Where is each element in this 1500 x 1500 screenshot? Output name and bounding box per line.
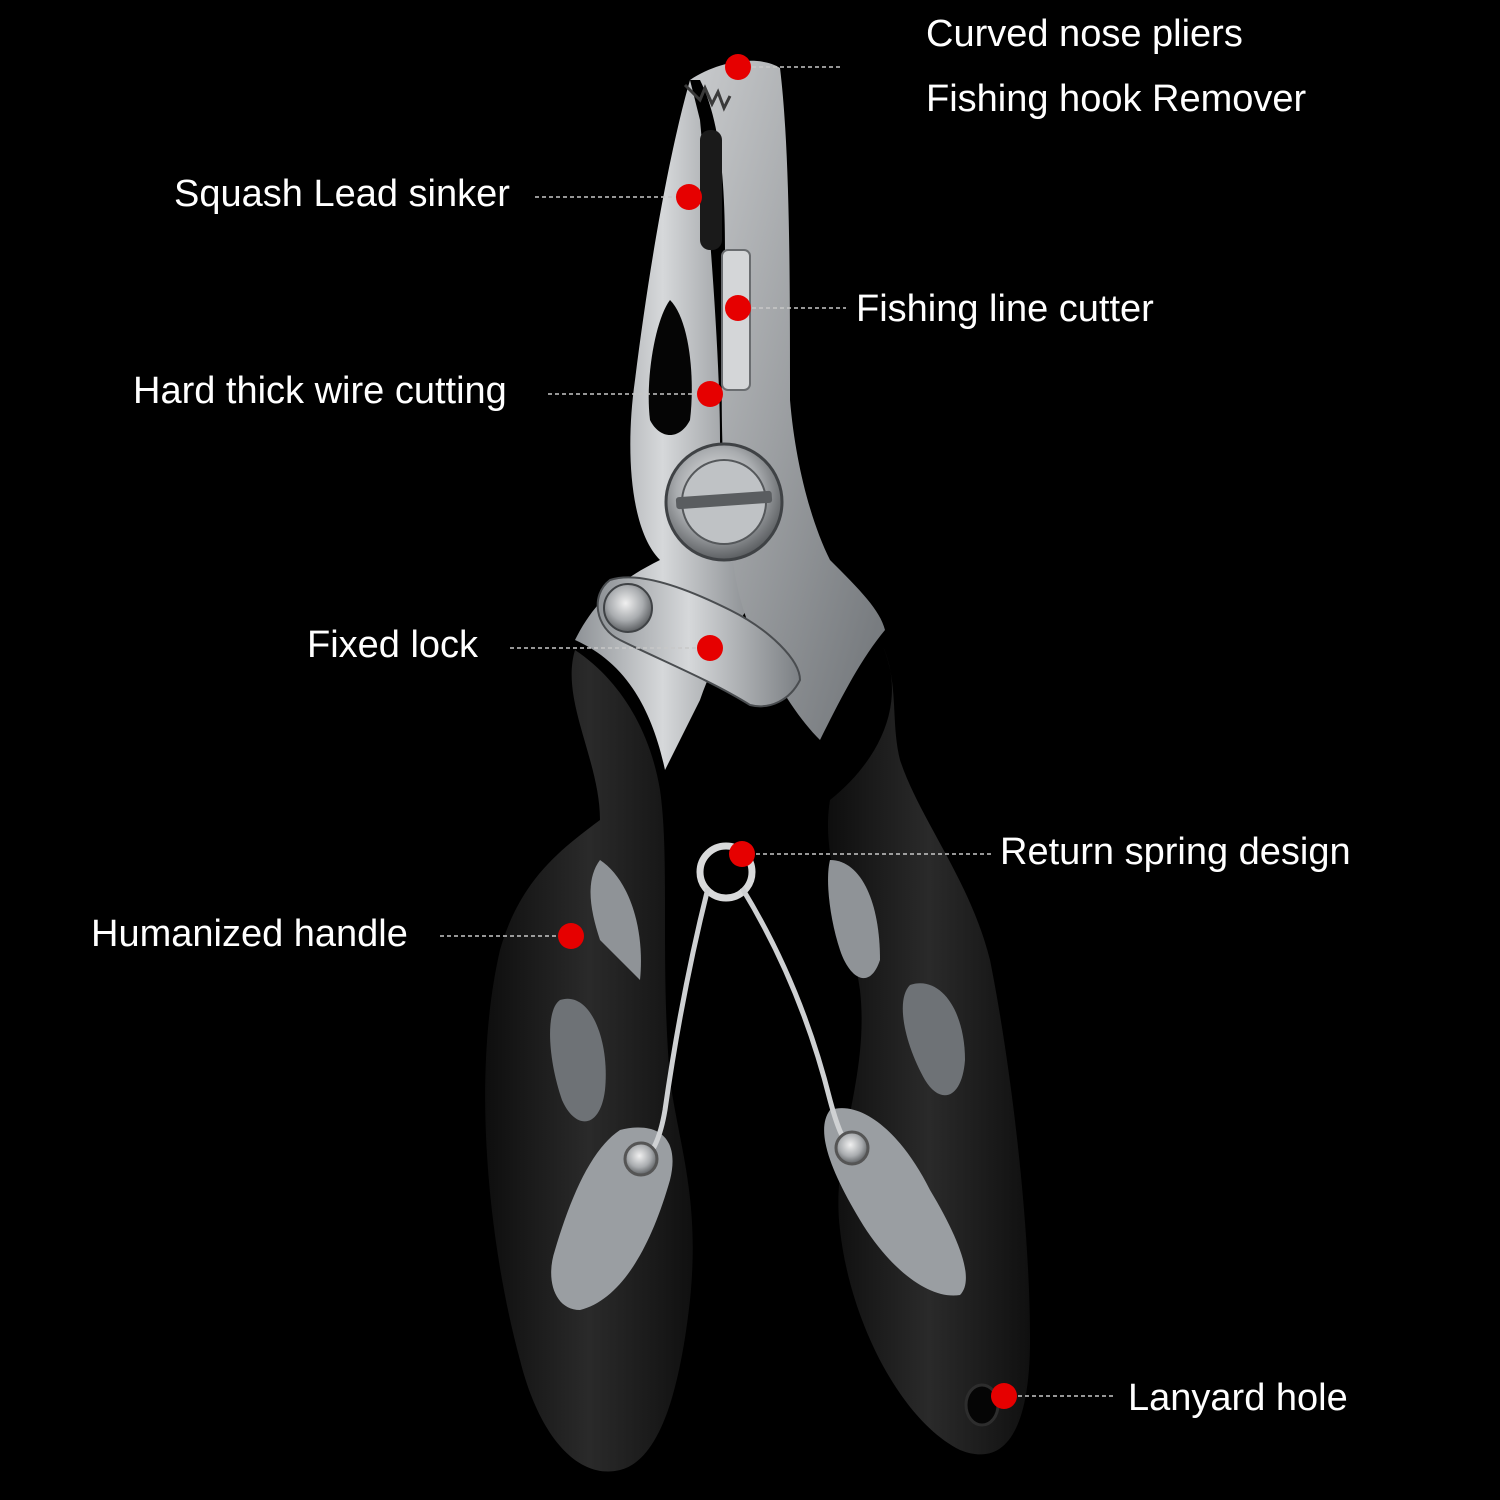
pliers-jaw-right [690,60,885,740]
marker-fixed-lock [697,635,723,661]
right-grip-hole [902,983,965,1096]
label-return-spring-design: Return spring design [1000,831,1351,873]
return-spring-coil [696,842,756,902]
jaw-teeth [683,83,732,112]
spring-anchor-right [834,1130,870,1166]
label-hard-thick-wire-cutting: Hard thick wire cutting [133,370,507,412]
pivot-screw-slot [675,490,773,510]
label-humanized-handle: Humanized handle [91,913,408,955]
label-fishing-line-cutter: Fishing line cutter [856,288,1154,330]
fixed-lock-rivet [603,583,653,633]
jaw-slot [700,130,722,250]
right-handle-steel-insert [828,860,880,979]
label-curved-nose-pliers: Curved nose pliers [926,13,1243,55]
label-fishing-hook-remover: Fishing hook Remover [926,78,1307,120]
label-lanyard-hole: Lanyard hole [1128,1377,1348,1419]
wire-cut-opening [648,300,692,435]
label-fixed-lock: Fixed lock [307,624,479,666]
marker-lanyard [991,1383,1017,1409]
spring-anchor-left [623,1141,659,1177]
marker-squash-lead [676,184,702,210]
feature-markers [558,54,1017,1409]
left-handle-steel-insert [590,860,641,980]
marker-wire-cutting [697,381,723,407]
marker-curved-nose [725,54,751,80]
leader-lines [440,66,1114,1397]
label-squash-lead-sinker: Squash Lead sinker [174,173,510,215]
marker-return-spring [729,841,755,867]
marker-handle [558,923,584,949]
marker-line-cutter [725,295,751,321]
left-grip-hole [550,998,606,1122]
